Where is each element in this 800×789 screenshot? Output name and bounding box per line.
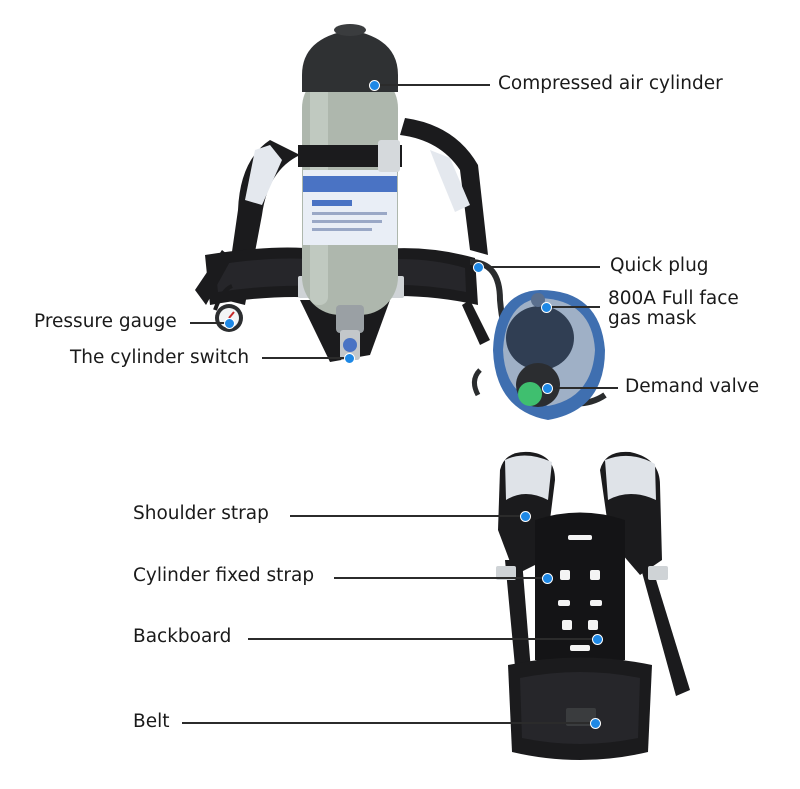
leader-line-compressed-air-cylinder xyxy=(374,84,490,86)
callout-dot-quick-plug xyxy=(473,262,484,273)
full-face-mask-illustration xyxy=(472,290,605,420)
leader-line-quick-plug xyxy=(478,266,600,268)
callout-dot-cylinder-switch xyxy=(344,353,355,364)
leader-line-cylinder-switch xyxy=(262,357,350,359)
callout-dot-belt xyxy=(590,718,601,729)
leader-line-shoulder-strap xyxy=(290,515,526,517)
harness-backboard-illustration xyxy=(496,451,690,760)
leader-line-cylinder-fixed-strap xyxy=(334,577,548,579)
label-pressure-gauge: Pressure gauge xyxy=(34,311,177,332)
leader-line-demand-valve xyxy=(548,387,618,389)
leader-line-pressure-gauge xyxy=(190,322,230,324)
label-full-face-mask: 800A Full face gas mask xyxy=(608,289,778,329)
label-full-face-mask-line1: 800A Full face xyxy=(608,288,739,309)
callout-dot-compressed-air-cylinder xyxy=(369,80,380,91)
label-backboard: Backboard xyxy=(133,626,232,647)
callout-dot-demand-valve xyxy=(542,383,553,394)
leader-line-belt xyxy=(182,722,594,724)
callout-dot-shoulder-strap xyxy=(520,511,531,522)
label-demand-valve: Demand valve xyxy=(625,376,760,397)
label-quick-plug: Quick plug xyxy=(610,255,709,276)
label-belt: Belt xyxy=(133,711,170,732)
label-shoulder-strap: Shoulder strap xyxy=(133,503,269,524)
label-cylinder-fixed-strap: Cylinder fixed strap xyxy=(133,565,315,586)
label-compressed-air-cylinder: Compressed air cylinder xyxy=(498,73,723,94)
leader-line-full-face-mask xyxy=(546,306,600,308)
callout-dot-backboard xyxy=(592,634,603,645)
compressed-air-cylinder xyxy=(298,24,402,360)
label-full-face-mask-line2: gas mask xyxy=(608,308,697,329)
leader-line-backboard xyxy=(248,638,598,640)
callout-dot-pressure-gauge xyxy=(224,318,235,329)
callout-dot-full-face-mask xyxy=(541,302,552,313)
label-cylinder-switch: The cylinder switch xyxy=(70,347,250,368)
callout-dot-cylinder-fixed-strap xyxy=(542,573,553,584)
